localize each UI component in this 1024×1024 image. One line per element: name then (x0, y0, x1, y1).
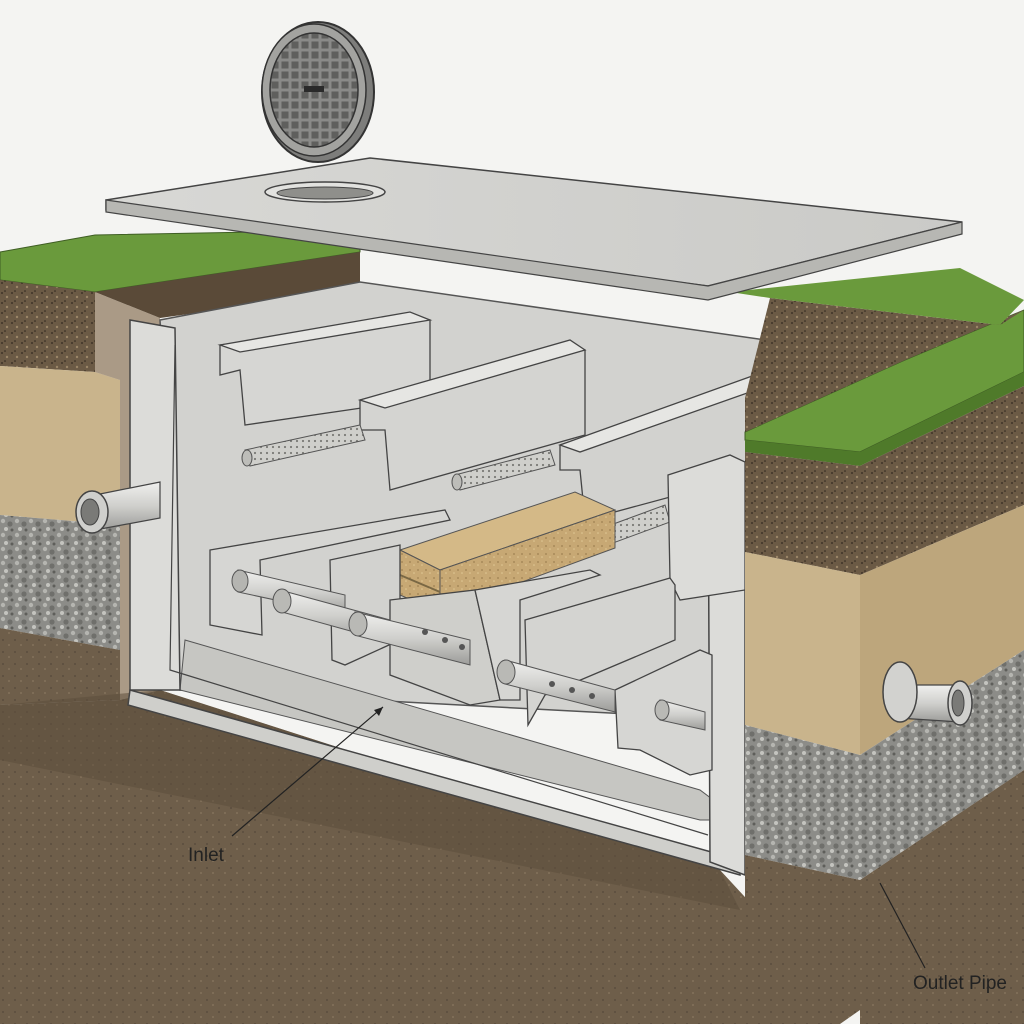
left-sand (0, 366, 120, 525)
baffle-1-top (217, 311, 433, 353)
left-soil-top-face (95, 252, 360, 318)
chamber-5 (524, 577, 676, 728)
outlet-riser (667, 454, 746, 601)
left-topsoil (0, 280, 95, 372)
outlet-pipe-label: Outlet Pipe (913, 973, 1007, 994)
right-soil-block (730, 268, 1024, 1024)
outlet-pipe (882, 661, 973, 726)
outlet-leader-line (879, 882, 926, 969)
vault-inner-edge (169, 344, 709, 836)
inlet-leader-arrow (374, 707, 383, 716)
inlet-leader-line (231, 706, 384, 837)
inlet-pipe (75, 481, 161, 534)
right-grass-edge (745, 372, 1024, 466)
right-subsoil-front (745, 855, 860, 1024)
callout-leaders (231, 706, 926, 969)
right-gravel-side (860, 650, 1024, 880)
perforated-pipe-icon (241, 424, 366, 467)
pipe-flange-icon (882, 661, 973, 726)
perforated-pipe-icon (451, 449, 556, 491)
lid-edge (105, 199, 963, 301)
left-subsoil (0, 628, 120, 705)
right-sand-front (745, 552, 860, 755)
vault-lid (105, 157, 963, 301)
right-topsoil-front (745, 452, 860, 575)
right-gravel-front (745, 725, 860, 880)
vault-front-wall (127, 689, 741, 876)
lower-pipes (231, 569, 706, 731)
back-right-soil (745, 298, 1024, 432)
inlet-label: Inlet (188, 845, 224, 866)
chamber-1 (209, 509, 451, 636)
baffle-2-top (357, 339, 587, 409)
right-topsoil-side (860, 386, 1024, 575)
back-right-grass (730, 268, 1024, 325)
ground-bottom-shade (0, 690, 740, 910)
right-subsoil-side (860, 770, 1024, 1024)
pipe-flange-icon (75, 490, 109, 534)
lower-chambers (209, 509, 713, 776)
left-gravel (0, 515, 120, 650)
manhole-cover-icon (261, 21, 375, 163)
